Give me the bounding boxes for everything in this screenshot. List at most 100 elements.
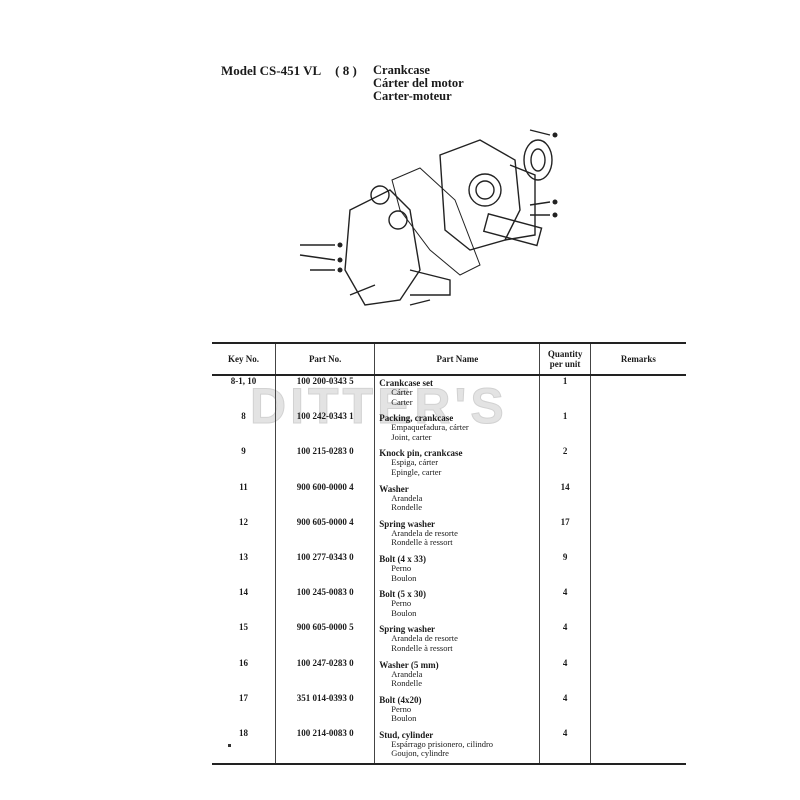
part-name-translation: Epingle, carter (391, 466, 442, 477)
model-header: Model CS-451 VL ( 8 ) (221, 63, 357, 79)
table-header-row: Key No. Part No. Part Name Quantity per … (212, 342, 686, 376)
part-name-main: Bolt (5 x 30) (379, 589, 427, 600)
part-name-main: Washer (5 mm) (379, 659, 439, 670)
remarks-cell (589, 657, 686, 693)
part-name-translation: Espárrago prisionero, cilindro (391, 738, 494, 749)
header-key-no: Key No. (212, 342, 276, 376)
part-no-cell: 900 605-0000 4 (275, 516, 375, 552)
part-name-translation: Boulon (391, 607, 417, 618)
remarks-cell (589, 375, 686, 412)
part-no-cell: 900 600-0000 4 (275, 481, 375, 517)
key-no-cell: 14 (239, 587, 249, 598)
part-name-main: Bolt (4x20) (379, 694, 422, 705)
title-english: Crankcase (373, 63, 430, 77)
remarks-cell (589, 727, 686, 766)
part-no-cell: 100 277-0343 0 (275, 551, 375, 588)
quantity-cell: 4 (539, 587, 591, 623)
quantity-cell: 4 (539, 622, 591, 658)
part-no-cell: 100 215-0283 0 (275, 446, 375, 482)
key-no-cell: 15 (239, 622, 249, 633)
part-name-main: Bolt (4 x 33) (379, 553, 427, 564)
part-name-translation: Arandela (391, 492, 423, 503)
title-spanish: Cárter del motor (373, 76, 464, 90)
key-no-cell: 11 (239, 481, 248, 492)
quantity-cell: 1 (539, 375, 591, 412)
part-name-translation: Rondelle (391, 678, 422, 689)
quantity-cell: 14 (539, 481, 591, 517)
part-name-translation: Arandela (391, 668, 423, 679)
remarks-cell (589, 587, 686, 623)
part-name-translation: Arandela de resorte (391, 527, 458, 538)
key-no-cell: 18 (212, 727, 276, 766)
key-no-cell: 13 (239, 551, 249, 562)
parts-table: Key No. Part No. Part Name Quantity per … (212, 342, 686, 766)
part-name-translation: Arandela de resorte (391, 633, 458, 644)
part-name-translation: Rondelle à ressort (391, 642, 453, 653)
crankcase-illustration (299, 129, 558, 306)
part-name-main: Spring washer (379, 624, 436, 635)
quantity-cell: 17 (539, 516, 591, 552)
part-name-main: Spring washer (379, 518, 436, 529)
part-no-cell: 900 605-0000 5 (275, 622, 375, 658)
part-no-cell: 100 214-0083 0 (275, 727, 375, 766)
key-no-cell: 9 (241, 446, 246, 457)
part-name-translation: Rondelle (391, 502, 422, 513)
remarks-cell (589, 692, 686, 728)
quantity-cell: 4 (539, 727, 591, 766)
remarks-cell (589, 622, 686, 658)
exploded-diagram (280, 110, 600, 340)
part-name-main: Washer (379, 483, 409, 494)
part-name-main: Packing, crankcase (379, 413, 454, 424)
part-no-cell: 351 014-0393 0 (275, 692, 375, 728)
part-name-translation: Goujon, cylindre (391, 748, 449, 759)
part-name-translation: Empaquefadura, cárter (391, 422, 469, 433)
remarks-cell (589, 411, 686, 447)
key-no-cell: 16 (239, 657, 249, 668)
header-quantity-line2: per unit (549, 359, 581, 369)
header-quantity-line1: Quantity (547, 349, 583, 359)
key-no-cell: 17 (239, 692, 249, 703)
key-no-cell: 8 (241, 411, 246, 422)
part-name-translation: Boulon (391, 572, 417, 583)
section-titles: Crankcase Cárter del motor Carter-moteur (373, 64, 464, 103)
quantity-cell: 4 (539, 692, 591, 728)
quantity-cell: 2 (539, 446, 591, 482)
model-number: Model CS-451 VL (221, 63, 322, 78)
part-name-main: Knock pin, crankcase (379, 448, 463, 459)
part-no-cell: 100 242-0343 1 (275, 411, 375, 447)
quantity-cell: 1 (539, 411, 591, 447)
part-name-main: Stud, cylinder (379, 729, 434, 740)
part-name-translation: Espiga, cárter (391, 457, 439, 468)
key-no-cell: 12 (239, 516, 249, 527)
header-remarks: Remarks (589, 342, 686, 376)
part-name-translation: Cárter (391, 387, 413, 397)
section-number: ( 8 ) (335, 63, 357, 78)
part-name-translation: Perno (391, 703, 412, 714)
remarks-cell (589, 481, 686, 517)
quantity-cell: 9 (539, 551, 591, 588)
part-name-translation: Joint, carter (391, 431, 432, 442)
part-no-cell: 100 245-0083 0 (275, 587, 375, 623)
title-french: Carter-moteur (373, 89, 452, 103)
